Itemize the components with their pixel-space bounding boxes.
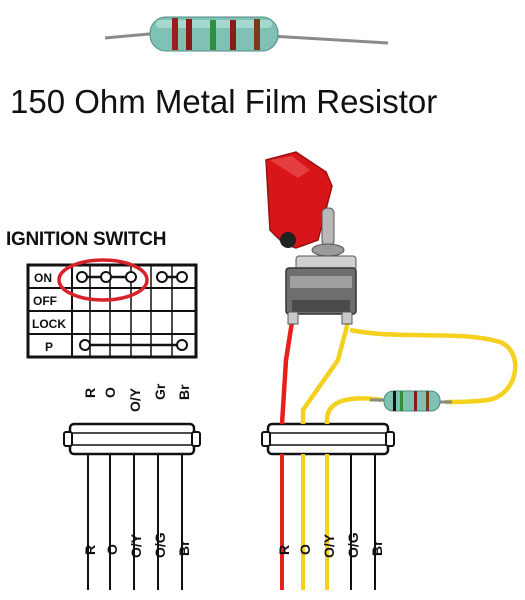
page-title: 150 Ohm Metal Film Resistor	[10, 83, 438, 120]
right-harness-labels: R O O/Y O/G Br	[276, 532, 385, 558]
wire-label: O/Y	[128, 533, 144, 558]
wire-label: R	[82, 545, 98, 555]
position-label-off: OFF	[33, 294, 57, 308]
wire-label: Gr	[152, 383, 168, 400]
toggle-switch-wires	[279, 321, 518, 425]
left-harness-wires	[87, 454, 183, 590]
wire-label: O/G	[345, 532, 361, 558]
position-label-on: ON	[34, 271, 52, 285]
toggle-switch-icon	[265, 151, 357, 325]
wire-label: O/G	[152, 532, 168, 558]
resistor-photo-icon	[104, 16, 389, 52]
wire-label: Br	[369, 540, 385, 556]
wire-label: O	[104, 544, 120, 555]
wire-label: O	[297, 544, 313, 555]
wire-label: R	[276, 545, 292, 555]
ignition-switch-table: ON OFF LOCK P	[26, 258, 198, 359]
right-connector-icon	[261, 422, 395, 456]
highlight-circle	[57, 258, 149, 302]
ignition-switch-title: IGNITION SWITCH	[6, 229, 167, 250]
inline-resistor-icon	[383, 390, 441, 412]
wire-label: Br	[176, 540, 192, 556]
wire-label: R	[82, 388, 98, 398]
wire-label: O/Y	[127, 387, 143, 412]
wire-label: O	[102, 387, 118, 398]
wire-label: Br	[176, 384, 192, 400]
position-label-lock: LOCK	[32, 317, 66, 331]
left-connector-icon	[63, 422, 201, 456]
position-label-p: P	[45, 340, 53, 354]
right-harness-wires	[280, 454, 376, 590]
switch-wire-labels: R O O/Y Gr Br	[82, 383, 192, 412]
left-harness-labels: R O O/Y O/G Br	[82, 532, 192, 558]
wire-label: O/Y	[321, 533, 337, 558]
